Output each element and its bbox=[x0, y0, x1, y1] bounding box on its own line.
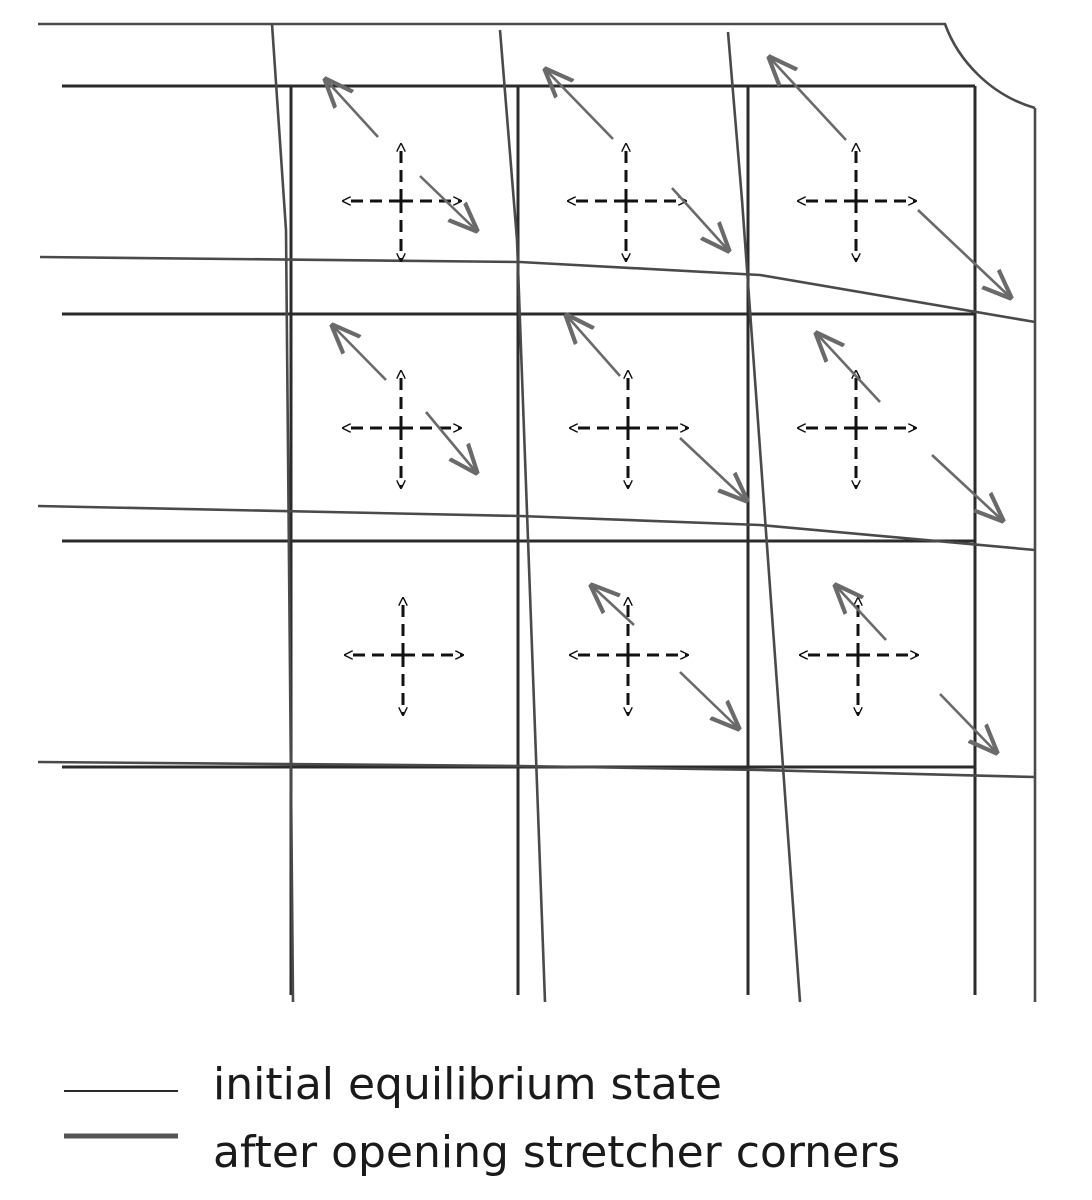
diagonal-arrow bbox=[592, 586, 635, 626]
tension-arrow-cross bbox=[343, 371, 461, 488]
diagonal-tension-arrows bbox=[326, 58, 1010, 752]
deformed-grid-line bbox=[39, 255, 1036, 324]
diagonal-arrow bbox=[679, 671, 738, 728]
legend-after-label: after opening stretcher corners bbox=[213, 1127, 900, 1178]
deformed-grid-line bbox=[726, 31, 802, 1003]
diagonal-arrow bbox=[425, 411, 476, 472]
diagonal-arrow bbox=[419, 175, 476, 230]
tension-arrow-cross bbox=[568, 144, 686, 261]
diagonal-arrow bbox=[567, 316, 621, 377]
diagonal-arrow bbox=[679, 437, 746, 500]
diagonal-arrow bbox=[917, 209, 1010, 297]
tension-arrow-cross bbox=[570, 598, 688, 715]
diagonal-arrow bbox=[333, 326, 387, 381]
tension-arrow-cross bbox=[798, 144, 916, 261]
diagonal-arrow bbox=[671, 187, 728, 250]
tension-arrow-cross bbox=[345, 598, 463, 715]
tension-arrow-cross bbox=[343, 144, 461, 261]
diagonal-arrow bbox=[770, 58, 847, 141]
deformed-grid-line bbox=[38, 22, 1036, 110]
diagonal-arrow bbox=[931, 454, 1002, 520]
tension-arrow-crosses bbox=[343, 144, 918, 715]
legend: initial equilibrium state after opening … bbox=[64, 1059, 900, 1178]
diagonal-arrow bbox=[817, 334, 881, 403]
initial-grid bbox=[62, 84, 977, 995]
diagonal-arrow bbox=[546, 70, 614, 140]
diagonal-arrow bbox=[326, 80, 379, 138]
tension-arrow-cross bbox=[570, 371, 688, 488]
deformed-grid-line bbox=[498, 29, 547, 1003]
tension-arrow-cross bbox=[800, 598, 918, 715]
diagonal-arrow bbox=[939, 693, 996, 752]
deformed-grid-line bbox=[270, 23, 295, 1003]
deformed-grid bbox=[37, 22, 1037, 1003]
deformed-grid-line bbox=[37, 760, 1036, 779]
deformed-grid-line bbox=[37, 504, 1036, 552]
tension-arrow-cross bbox=[798, 371, 916, 488]
legend-initial-label: initial equilibrium state bbox=[213, 1059, 722, 1110]
diagonal-arrow bbox=[836, 586, 887, 641]
